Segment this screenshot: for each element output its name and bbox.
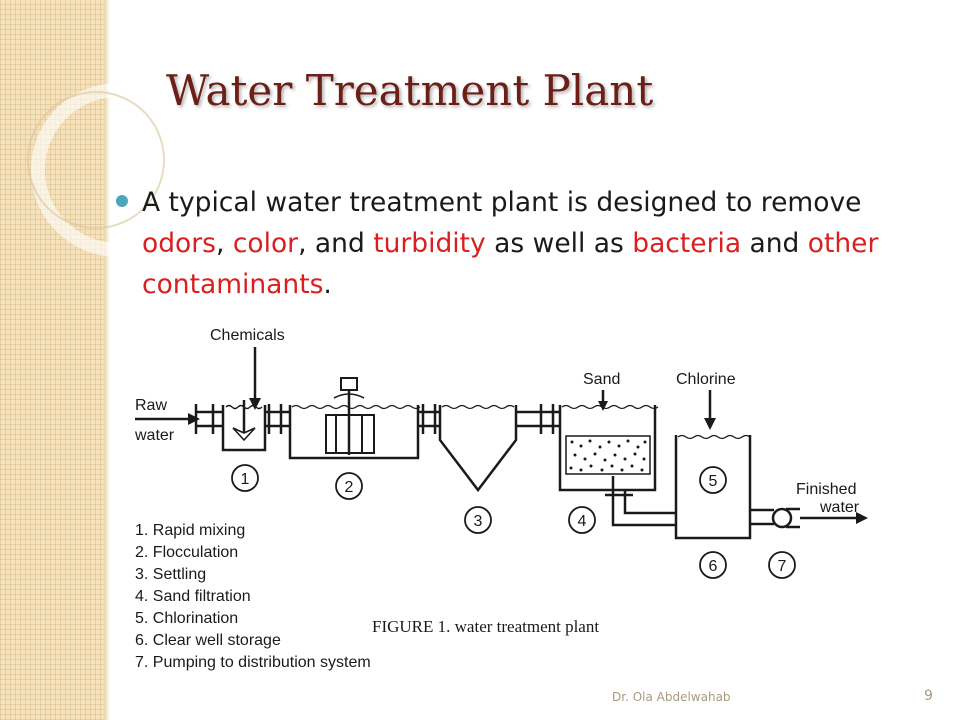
stage-number-4: 4 [578,513,587,530]
stage-circle-1 [231,464,259,492]
chlorine-arrowhead [704,418,716,430]
treatment-plant-diagram: Chemicals Raw water [134,327,868,671]
footer-author: Dr. Ola Abdelwahab [612,690,731,704]
bullet-text-segment: , [215,228,233,259]
tank-sand-filtration [558,404,659,492]
page-number: 9 [924,688,933,704]
legend: 1. Rapid mixing 2. Flocculation 3. Settl… [135,522,371,671]
bullet-text-segment: and [741,228,808,259]
label-water-in: water [134,427,175,444]
label-water-out: water [819,499,860,516]
legend-item: 4. Sand filtration [135,588,251,605]
label-chlorine: Chlorine [676,371,736,388]
slide-title: Water Treatment Plant [166,66,654,115]
stage-circle-4 [568,506,596,534]
bullet-text: A typical water treatment plant is desig… [142,182,902,305]
finished-water-arrowhead [856,512,868,524]
highlighted-term: other contaminants [142,228,879,300]
tank-rapid-mixing [221,400,267,452]
decorative-circles [27,83,200,257]
chemicals-arrowhead [249,398,261,410]
highlighted-term: odors [142,228,216,259]
legend-item: 2. Flocculation [135,544,238,561]
bullet-dot [116,195,128,207]
bullet-text-segment: , and [298,228,374,259]
label-sand: Sand [583,371,620,388]
stage-number-1: 1 [241,471,250,488]
legend-item: 5. Chlorination [135,610,238,627]
label-finished: Finished [796,481,856,498]
stage-number-5: 5 [709,473,718,490]
stage-circle-5 [699,466,727,494]
sand-arrowhead [598,401,608,411]
figure-caption: FIGURE 1. water treatment plant [372,617,600,636]
stage-number-3: 3 [474,513,483,530]
legend-item: 7. Pumping to distribution system [135,654,371,671]
stage-circle-7 [768,551,796,579]
stage-number-7: 7 [778,558,787,575]
tank-clear-well [674,434,752,540]
legend-item: 1. Rapid mixing [135,522,245,539]
label-chemicals: Chemicals [210,327,285,344]
stage-number-6: 6 [709,558,718,575]
stage-circle-3 [464,506,492,534]
stage-number-2: 2 [345,479,354,496]
legend-item: 3. Settling [135,566,206,583]
legend-item: 6. Clear well storage [135,632,281,649]
sidebar-edge [104,0,110,720]
bullet-text-segment: as well as [485,228,633,259]
tank-settling [438,404,518,493]
bullet-text-segment: A typical water treatment plant is desig… [142,187,862,218]
stage-circle-2 [335,472,363,500]
highlighted-term: color [232,228,299,259]
highlighted-term: turbidity [373,228,486,259]
pump [771,507,800,529]
bullet-text-segment: . [323,269,332,300]
tank-flocculation [288,377,421,460]
raw-water-arrowhead [188,413,200,425]
stage-circle-6 [699,551,727,579]
highlighted-term: bacteria [632,228,742,259]
label-raw: Raw [135,397,167,414]
